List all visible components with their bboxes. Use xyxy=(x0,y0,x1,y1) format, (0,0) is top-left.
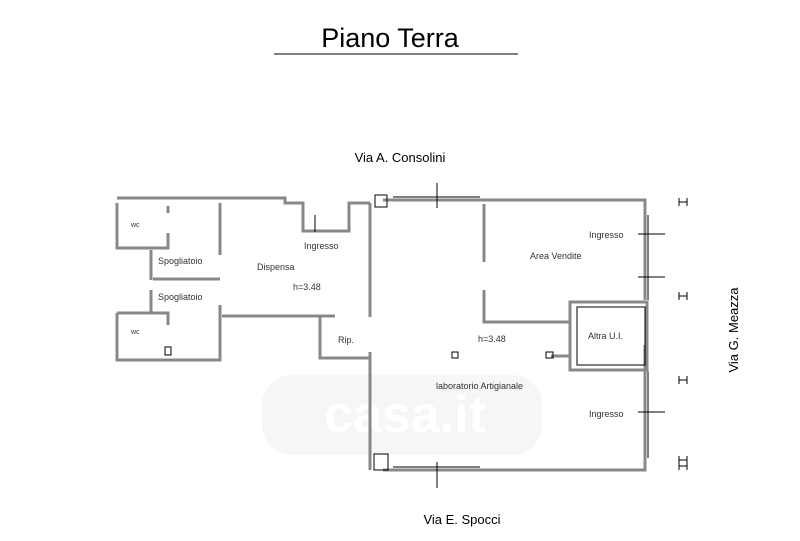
room-wc-bottom: wc xyxy=(130,329,140,336)
room-dispensa: Dispensa xyxy=(257,262,295,272)
room-area-vendite: Area Vendite xyxy=(530,251,582,261)
room-spogliatoio-bottom: Spogliatoio xyxy=(158,292,203,302)
room-ripostiglio: Rip. xyxy=(338,335,354,345)
plan-title: Piano Terra xyxy=(321,23,460,53)
room-laboratorio: laboratorio Artigianale xyxy=(436,381,523,391)
ingresso-dispensa: Ingresso xyxy=(304,241,339,251)
walls xyxy=(115,183,688,488)
room-altra-ui: Altra U.I. xyxy=(588,331,623,341)
room-labels: wc wc Spogliatoio Spogliatoio Dispensa h… xyxy=(130,222,624,419)
watermark-text: casa.it xyxy=(324,386,486,444)
dispensa-height: h=3.48 xyxy=(293,282,321,292)
street-north: Via A. Consolini xyxy=(355,150,446,165)
street-south: Via E. Spocci xyxy=(423,512,500,527)
laboratorio-height: h=3.48 xyxy=(478,334,506,344)
ingresso-vendite: Ingresso xyxy=(589,230,624,240)
room-wc-top: wc xyxy=(130,222,140,229)
street-east: Via G. Meazza xyxy=(726,287,741,373)
ingresso-laboratorio: Ingresso xyxy=(589,409,624,419)
room-spogliatoio-top: Spogliatoio xyxy=(158,256,203,266)
watermark: casa.it xyxy=(262,375,542,455)
